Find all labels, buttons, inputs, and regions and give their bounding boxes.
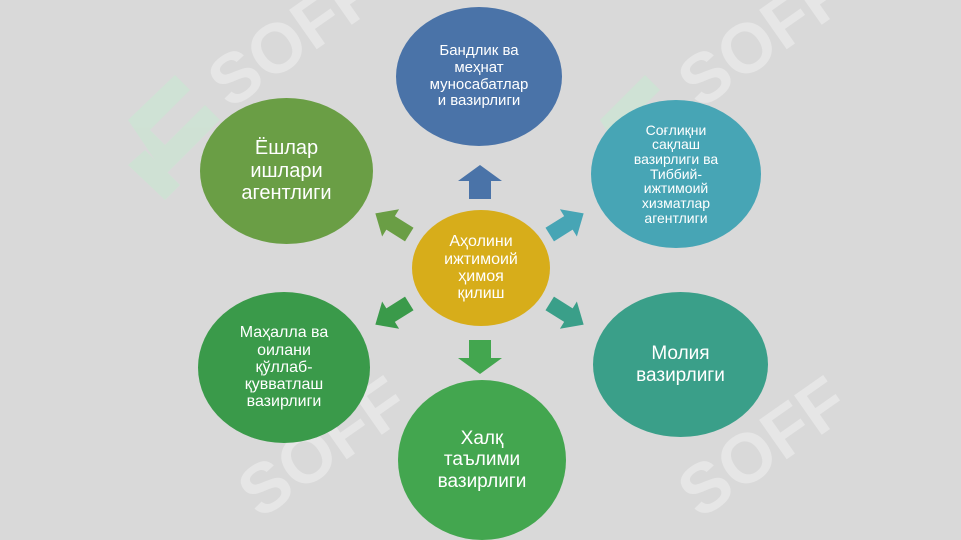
node-label: Бандлик ва меҳнат муносабатлар и вазирли… — [429, 41, 529, 110]
node-employment-ministry: Бандлик ва меҳнат муносабатлар и вазирли… — [396, 7, 562, 146]
node-center-social-protection: Аҳолини ижтимоий ҳимоя қилиш — [412, 210, 550, 326]
node-health-ministry: Соғлиқни сақлаш вазирлиги ва Тиббий- ижт… — [591, 100, 761, 248]
node-finance-ministry: Молия вазирлиги — [593, 292, 768, 437]
node-mahalla-ministry: Маҳалла ва оилани қўллаб- қувватлаш вази… — [198, 292, 370, 443]
arrow-lower-right — [545, 296, 584, 329]
node-education-ministry: Халқ таълими вазирлиги — [398, 380, 566, 540]
arrow-lower-left — [375, 296, 414, 329]
arrow-down — [458, 340, 502, 374]
node-label: Соғлиқни сақлаш вазирлиги ва Тиббий- ижт… — [633, 121, 719, 226]
arrow-up — [458, 165, 502, 199]
node-label: Маҳалла ва оилани қўллаб- қувватлаш вази… — [239, 324, 329, 411]
node-label: Ёшлар ишлари агентлиги — [241, 137, 332, 205]
arrow-upper-left — [375, 209, 414, 242]
node-label: Халқ таълими вазирлиги — [437, 428, 527, 492]
arrow-upper-right — [545, 209, 584, 242]
node-youth-agency: Ёшлар ишлари агентлиги — [200, 98, 373, 244]
center-label: Аҳолини ижтимоий ҳимоя қилиш — [444, 233, 518, 303]
node-label: Молия вазирлиги — [636, 343, 725, 386]
